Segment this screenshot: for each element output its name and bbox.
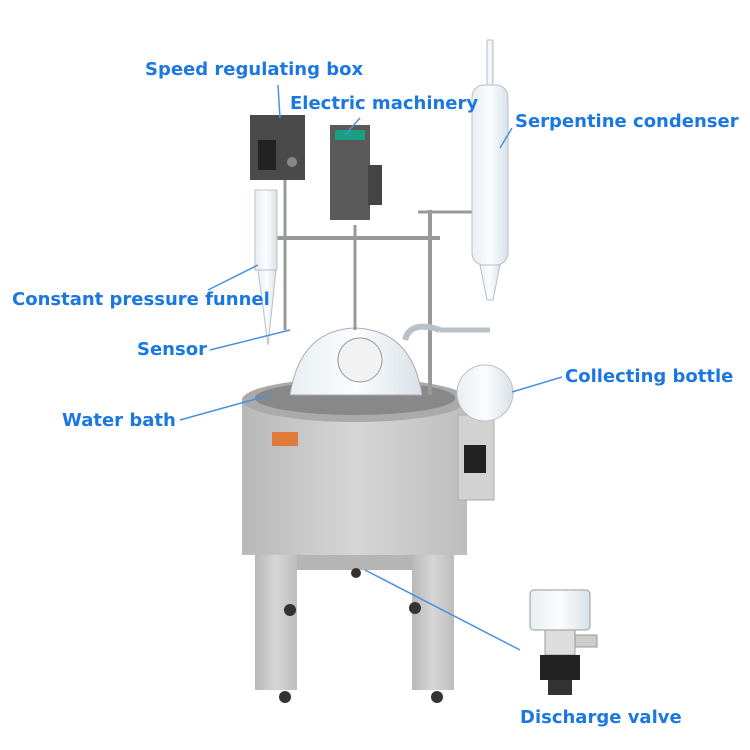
- label-electric-machinery: Electric machinery: [290, 93, 479, 114]
- collecting-bottle: [456, 364, 514, 422]
- speed-regulating-box: [250, 115, 305, 180]
- support-frame: [270, 180, 500, 395]
- water-bath-body: [242, 378, 495, 555]
- label-sensor: Sensor: [137, 339, 207, 360]
- stand-legs: [255, 550, 454, 703]
- label-speed-regulating-box: Speed regulating box: [145, 59, 364, 80]
- leader-lines: [179, 84, 563, 651]
- constant-pressure-funnel: [254, 189, 278, 346]
- label-collecting-bottle: Collecting bottle: [565, 366, 734, 387]
- flask-window: [337, 337, 383, 383]
- label-serpentine-condenser: Serpentine condenser: [515, 111, 739, 132]
- discharge-valve-image: [529, 589, 598, 695]
- label-constant-pressure-funnel: Constant pressure funnel: [12, 289, 270, 310]
- electric-motor: [330, 125, 382, 220]
- label-water-bath: Water bath: [62, 410, 176, 431]
- label-discharge-valve: Discharge valve: [520, 707, 682, 728]
- serpentine-condenser: [402, 39, 509, 341]
